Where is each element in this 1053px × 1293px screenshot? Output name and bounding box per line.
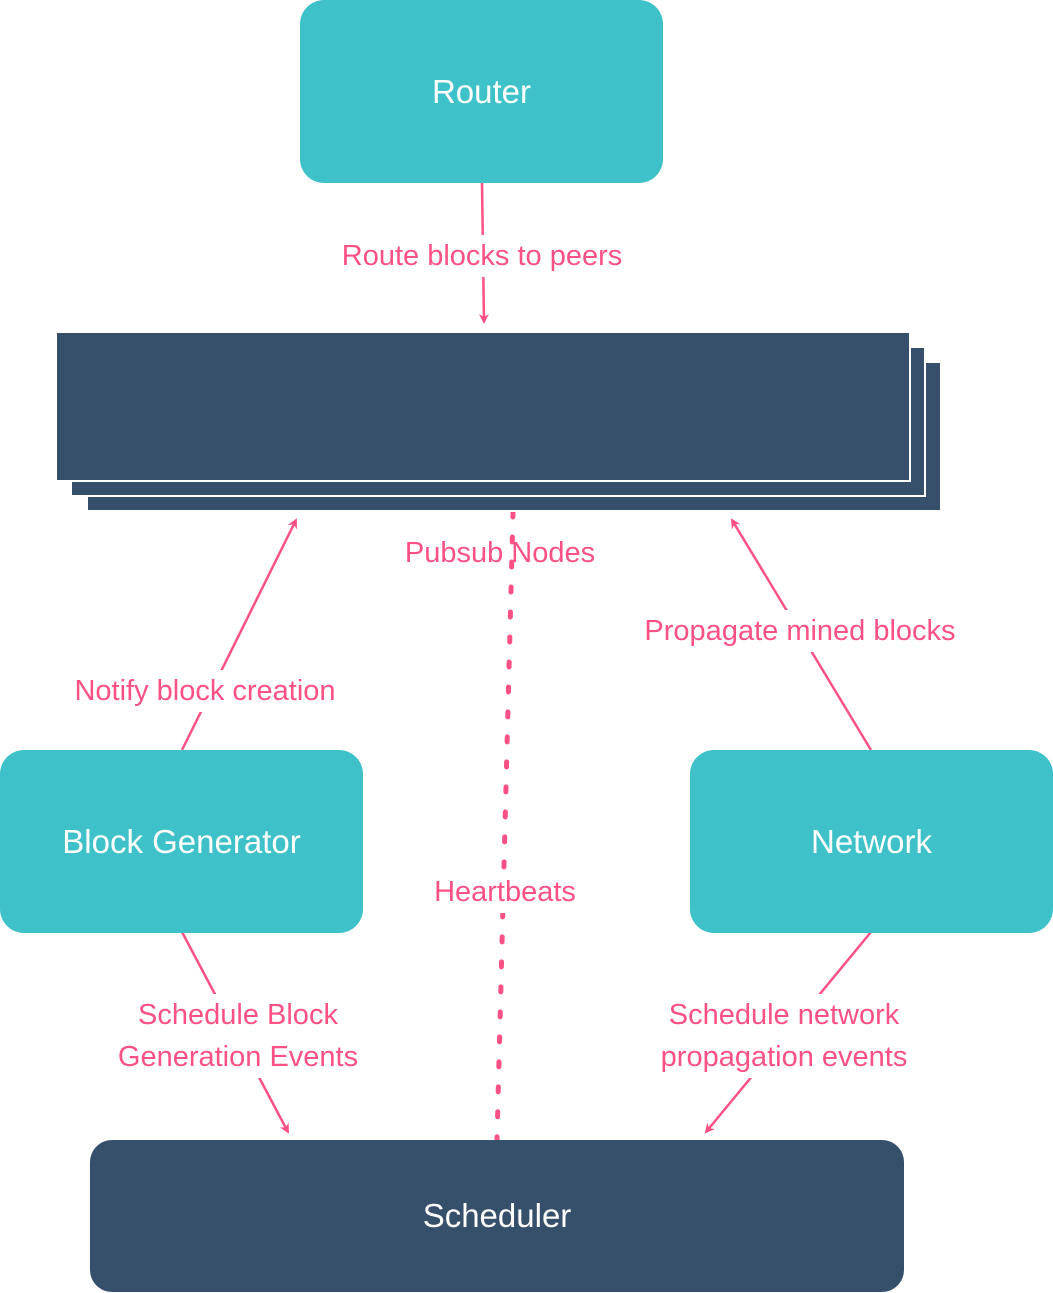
notify-block-label: Notify block creation [72, 670, 338, 712]
router-label: Router [431, 72, 532, 110]
network-label: Network [810, 822, 933, 860]
schedule-block-label: Schedule Block Generation Events [115, 994, 361, 1078]
schedule-network-label: Schedule network propagation events [658, 994, 910, 1078]
schedule-block-line1: Schedule Block [138, 999, 338, 1031]
schedule-network-line2: propagation events [660, 1041, 908, 1073]
block-generator-label: Block Generator [62, 822, 301, 860]
propagate-mined-label: Propagate mined blocks [642, 610, 958, 652]
pubsub-nodes-label: Pubsub Nodes [404, 537, 596, 569]
scheduler-node[interactable]: Scheduler [90, 1140, 904, 1292]
pubsub-stack-front [55, 331, 911, 482]
heartbeats-label: Heartbeats [432, 871, 578, 913]
edge-heartbeats [494, 509, 516, 1143]
network-node[interactable]: Network [690, 750, 1053, 933]
router-node[interactable]: Router [300, 0, 663, 183]
route-blocks-label: Route blocks to peers [339, 235, 625, 277]
schedule-block-line2: Generation Events [117, 1041, 359, 1073]
scheduler-label: Scheduler [422, 1197, 572, 1234]
block-generator-node[interactable]: Block Generator [0, 750, 363, 933]
edge-generator-to-pubsub [180, 518, 298, 751]
schedule-network-line1: Schedule network [668, 999, 900, 1031]
